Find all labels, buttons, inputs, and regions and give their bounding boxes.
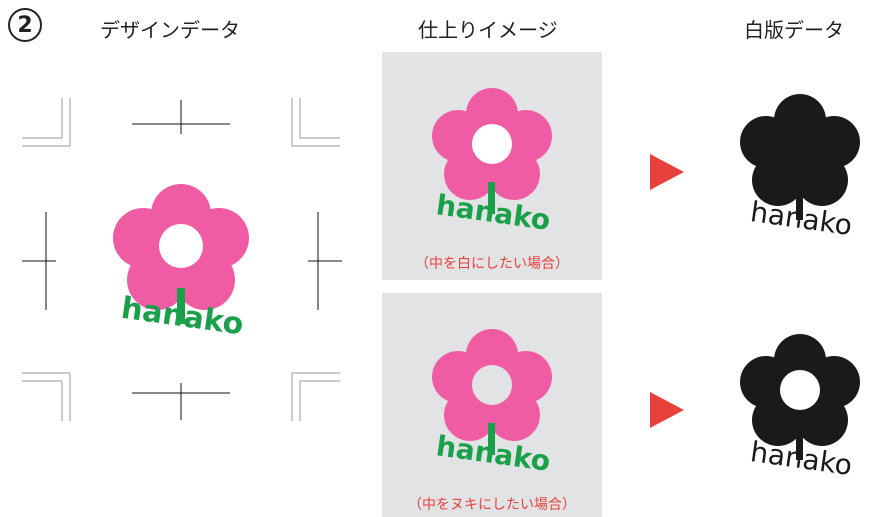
flower-stem xyxy=(796,428,803,460)
design-logo: hanako xyxy=(113,184,249,342)
white-plate-logo-white: hanako xyxy=(740,94,860,242)
logo-text: hanako xyxy=(434,188,552,237)
arrow-right-icon xyxy=(650,392,684,428)
finished-image-heading: 仕上りイメージ xyxy=(418,18,558,42)
flower-center-white xyxy=(472,124,512,164)
logo-text: hanako xyxy=(748,195,854,242)
flower-stem xyxy=(488,182,495,214)
flower-center-knockout xyxy=(472,365,512,405)
flower-stem xyxy=(177,288,185,324)
white-plate-heading: 白版データ xyxy=(744,18,844,42)
step-number: 2 xyxy=(17,12,33,38)
design-data-heading: デザインデータ xyxy=(100,18,240,42)
finished-logo-knockout: hanako xyxy=(432,329,552,478)
flower-center-hole xyxy=(780,370,820,410)
finished-logo-white: hanako xyxy=(432,88,552,237)
logo-text: hanako xyxy=(434,429,552,478)
flower-stem xyxy=(796,188,803,220)
arrow-right-icon xyxy=(650,154,684,190)
caption-white-center: （中を白にしたい場合） xyxy=(415,256,569,272)
step-number-badge: 2 xyxy=(8,8,42,42)
caption-knockout-center: （中をヌキにしたい場合） xyxy=(408,497,576,513)
white-plate-logo-knockout: hanako xyxy=(740,334,860,482)
logo-text: hanako xyxy=(748,435,854,482)
flower-stem xyxy=(488,423,495,455)
flower-center xyxy=(159,224,203,268)
